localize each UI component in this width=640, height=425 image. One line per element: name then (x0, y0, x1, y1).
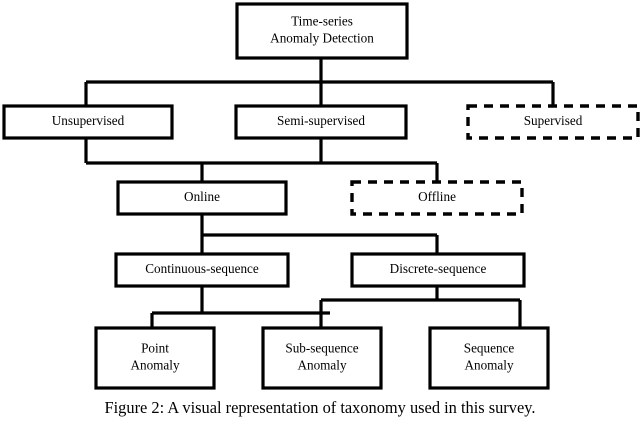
connector-layer (84, 58, 555, 328)
node-box-point-anomaly (94, 326, 216, 390)
figure-caption: Figure 2: A visual representation of tax… (104, 398, 536, 417)
node-label-sub-sequence-anomaly: Sub-sequence (285, 341, 358, 356)
node-box-sub-sequence-anomaly (261, 326, 383, 390)
node-label-root: Time-series (291, 14, 353, 29)
node-box-supervised (466, 104, 640, 140)
node-continuous-sequence[interactable]: Continuous-sequence (114, 252, 290, 288)
node-label-root: Anomaly Detection (270, 31, 374, 46)
connector-online-bus (200, 214, 439, 254)
node-supervised[interactable]: Supervised (466, 104, 640, 140)
node-label-unsupervised: Unsupervised (52, 113, 125, 128)
node-semi-supervised[interactable]: Semi-supervised (234, 104, 408, 140)
node-box-semi-supervised (234, 104, 408, 140)
node-box-root (235, 2, 409, 60)
node-box-offline (350, 180, 524, 216)
node-label-semi-supervised: Semi-supervised (277, 113, 365, 128)
node-offline[interactable]: Offline (350, 180, 524, 216)
connector-continuous-bus (150, 286, 330, 328)
node-box-unsupervised (2, 104, 174, 140)
node-label-supervised: Supervised (524, 113, 583, 128)
node-label-point-anomaly: Point (141, 341, 169, 356)
node-online[interactable]: Online (116, 180, 288, 216)
connector-discrete-bus (319, 286, 522, 328)
node-box-discrete-sequence (350, 252, 526, 288)
node-label-point-anomaly: Anomaly (130, 358, 179, 373)
node-label-continuous-sequence: Continuous-sequence (145, 261, 259, 276)
node-box-sequence-anomaly (428, 326, 550, 390)
node-label-sequence-anomaly: Sequence (464, 341, 515, 356)
node-discrete-sequence[interactable]: Discrete-sequence (350, 252, 526, 288)
node-label-discrete-sequence: Discrete-sequence (390, 261, 487, 276)
connector-root-bus (84, 58, 555, 106)
node-label-sequence-anomaly: Anomaly (464, 358, 513, 373)
node-label-online: Online (184, 189, 220, 204)
node-box-online (116, 180, 288, 216)
node-label-sub-sequence-anomaly: Anomaly (297, 358, 346, 373)
node-label-offline: Offline (418, 189, 456, 204)
node-box-continuous-sequence (114, 252, 290, 288)
node-unsupervised[interactable]: Unsupervised (2, 104, 174, 140)
connector-level1-bus (84, 138, 439, 182)
